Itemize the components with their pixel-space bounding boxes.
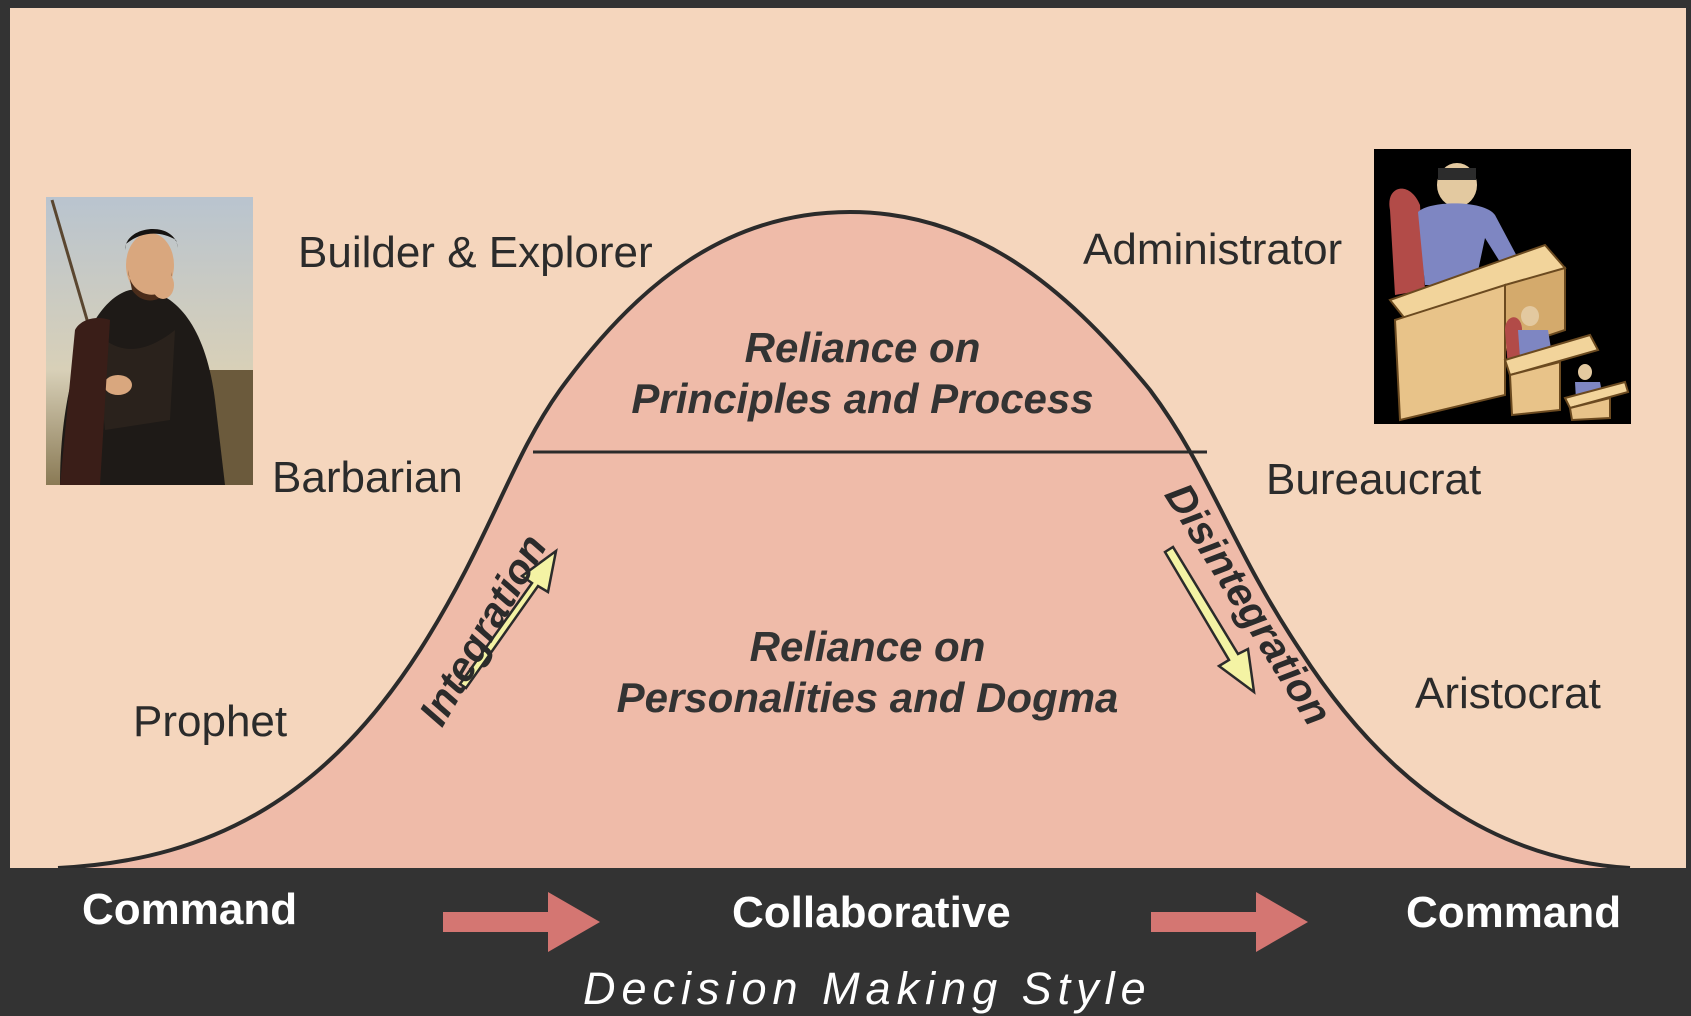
administrator-hierarchy-image [1374, 149, 1631, 424]
integration-arrow [458, 548, 558, 690]
life-cycle-curve-fill [58, 212, 1630, 868]
region-upper-label: Reliance on Principles and Process [560, 322, 1165, 424]
stage-label-barbarian: Barbarian [272, 453, 463, 502]
bottom-bar [0, 868, 1691, 1016]
region-upper-line2: Principles and Process [631, 375, 1094, 422]
life-cycle-curve [57, 209, 1631, 870]
stage-label-bureaucrat: Bureaucrat [1266, 455, 1482, 504]
decision-style-command-left: Command [82, 885, 298, 934]
stage-label-builder-explorer: Builder & Explorer [298, 228, 653, 277]
axis-title: Decision Making Style [583, 963, 1152, 1014]
explorer-portrait-image [46, 197, 253, 485]
stage-label-aristocrat: Aristocrat [1415, 669, 1601, 718]
region-lower-label: Reliance on Personalities and Dogma [555, 621, 1180, 723]
decision-style-command-right: Command [1406, 888, 1622, 937]
stage-label-administrator: Administrator [1083, 225, 1343, 274]
region-upper-line1: Reliance on [744, 324, 981, 371]
style-arrow-right [1151, 892, 1308, 952]
region-lower-line2: Personalities and Dogma [616, 674, 1119, 721]
style-arrow-left [443, 892, 600, 952]
decision-style-collaborative: Collaborative [732, 888, 1011, 937]
disintegration-arrow [1163, 545, 1256, 695]
stage-label-prophet: Prophet [133, 697, 288, 746]
region-lower-line1: Reliance on [749, 623, 986, 670]
